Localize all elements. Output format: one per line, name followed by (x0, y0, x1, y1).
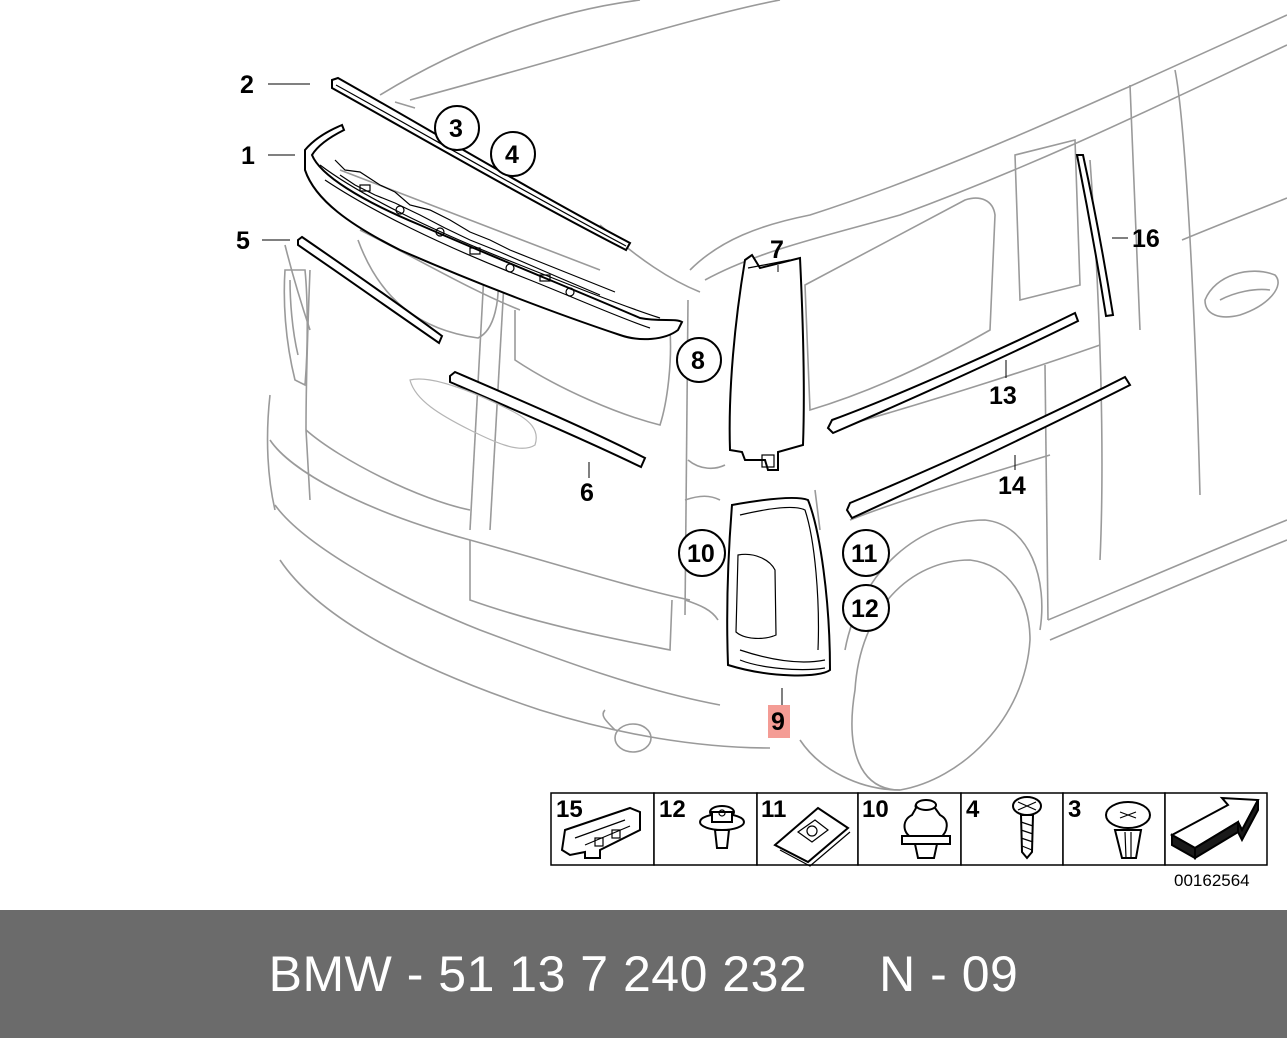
callout-7: 7 (770, 236, 784, 264)
part-number-caption: BMW - 51 13 7 240 232 N - 09 (268, 946, 1019, 1002)
diagram-reference-number: 00162564 (1174, 871, 1250, 890)
clip-holder-icon (560, 806, 641, 859)
part-window-strip-left (297, 235, 444, 345)
circle-callout-8: 8 (676, 337, 722, 383)
legend-number-3: 3 (1068, 796, 1081, 823)
clip-nut-icon (773, 806, 851, 867)
expanding-nut-icon (901, 799, 951, 859)
fastener-legend: 15 12 11 10 4 3 (550, 792, 1268, 867)
circle-callout-4: 4 (490, 131, 536, 177)
part-handle-strip (409, 370, 647, 469)
svg-text:3: 3 (449, 115, 463, 143)
highlight-9 (768, 705, 790, 738)
callout-6: 6 (580, 479, 594, 507)
callout-2: 2 (240, 71, 254, 99)
legend-number-4: 4 (966, 796, 980, 823)
part-c-pillar-trim (728, 253, 805, 471)
part-roof-strip (331, 76, 632, 252)
callout-14: 14 (998, 472, 1026, 500)
callout-13: 13 (989, 382, 1017, 410)
footer-bar: BMW - 51 13 7 240 232 N - 09 (0, 910, 1287, 1038)
part-side-strip-upper (826, 311, 1080, 435)
callout-16: 16 (1132, 225, 1160, 253)
plastic-rivet-icon (1105, 801, 1151, 859)
legend-number-15: 15 (556, 796, 583, 823)
part-side-strip-lower (845, 375, 1132, 520)
svg-text:4: 4 (505, 141, 519, 169)
legend-number-11: 11 (761, 796, 786, 823)
expanding-rivet-icon (699, 805, 745, 849)
svg-text:8: 8 (691, 347, 705, 375)
legend-number-12: 12 (659, 796, 686, 823)
svg-text:11: 11 (851, 540, 878, 568)
svg-text:10: 10 (687, 540, 715, 568)
part-vertical-strip (1075, 154, 1115, 318)
part-rear-spoiler (304, 123, 684, 341)
circle-callout-12: 12 (842, 584, 890, 632)
callout-5: 5 (236, 227, 250, 255)
circle-callout-10: 10 (678, 529, 726, 577)
callout-9: 9 (771, 708, 785, 736)
part-tail-light (726, 496, 832, 677)
direction-arrow-icon (1169, 796, 1260, 860)
parts-diagram: 2 1 5 6 7 13 14 16 9 3 4 8 10 11 12 (236, 0, 1287, 890)
legend-number-10: 10 (862, 796, 889, 823)
leader-lines (262, 83, 1128, 705)
circle-callout-3: 3 (434, 105, 480, 151)
screw-icon (1012, 796, 1042, 860)
callout-1: 1 (241, 142, 255, 170)
circle-callout-11: 11 (842, 529, 890, 577)
svg-text:12: 12 (851, 595, 879, 623)
